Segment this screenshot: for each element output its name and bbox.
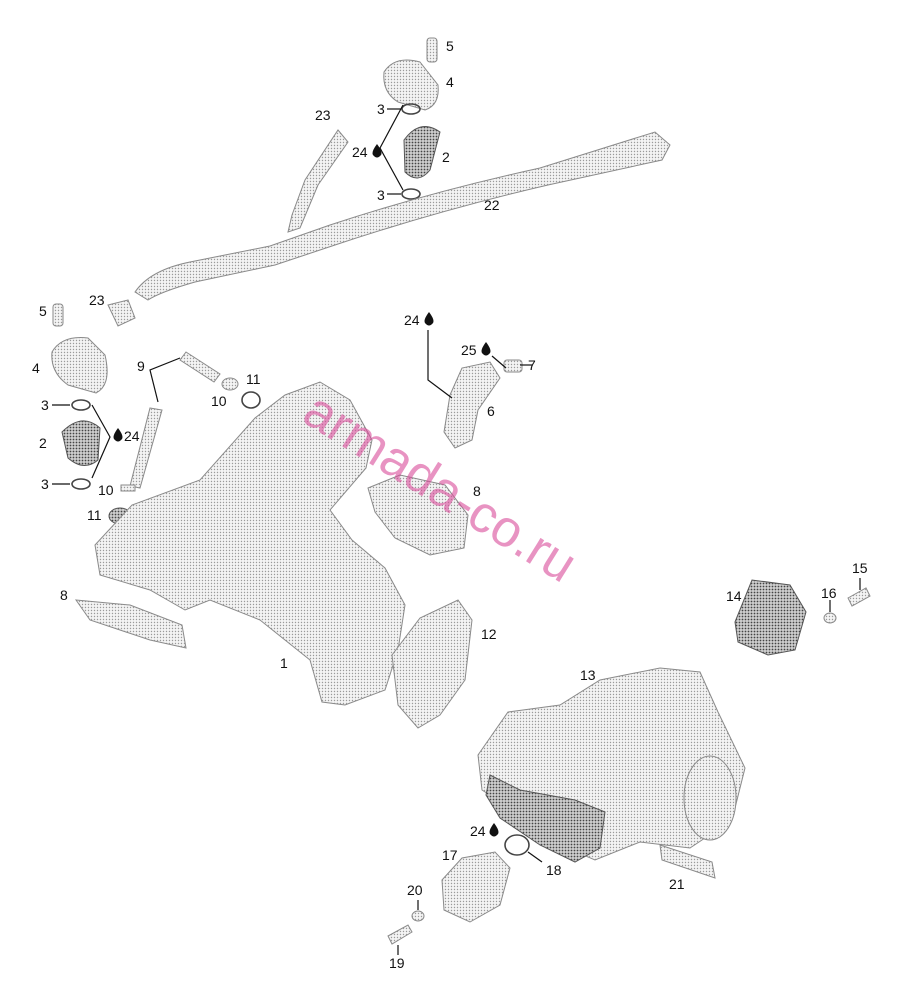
- leader-18: [527, 851, 543, 863]
- part-10-washer-b: [120, 484, 136, 492]
- callout-2-top: 2: [442, 149, 450, 165]
- callout-19: 19: [389, 955, 405, 971]
- part-4-housing-left: [51, 337, 108, 394]
- part-8-gasket-right: [367, 474, 469, 556]
- callout-10-upper: 10: [211, 393, 227, 409]
- callout-20: 20: [407, 882, 423, 898]
- callout-17: 17: [442, 847, 458, 863]
- part-18-gasket: [485, 774, 606, 863]
- part-3-oring-left-a: [71, 399, 91, 411]
- callout-5-left: 5: [39, 303, 47, 319]
- part-3-oring-left-b: [71, 478, 91, 490]
- callout-5-top: 5: [446, 38, 454, 54]
- part-5-bolt-top: [426, 37, 438, 63]
- part-15-bolt: [847, 587, 871, 607]
- callout-2-left: 2: [39, 435, 47, 451]
- callout-22: 22: [484, 197, 500, 213]
- callout-10-lower: 10: [98, 482, 114, 498]
- callout-8-right: 8: [473, 483, 481, 499]
- part-17-valve: [441, 851, 511, 923]
- callout-25: 25: [461, 342, 477, 358]
- callout-24-left: 24: [124, 428, 140, 444]
- part-14-bracket: [734, 579, 807, 656]
- callout-6: 6: [487, 403, 495, 419]
- leader-24-top: [379, 104, 404, 191]
- callout-11-lower: 11: [87, 507, 102, 523]
- leader-25: [491, 355, 507, 369]
- callout-1: 1: [280, 655, 288, 671]
- oil-drop-icon: [372, 144, 382, 158]
- callout-3-left-b: 3: [41, 476, 49, 492]
- part-19-bolt: [387, 924, 413, 945]
- callout-21: 21: [669, 876, 685, 892]
- leader-24-left: [91, 404, 111, 479]
- callout-3-top-a: 3: [377, 101, 385, 117]
- part-18-oring: [504, 834, 530, 856]
- leader-9: [149, 357, 181, 403]
- oil-drop-icon: [113, 428, 123, 442]
- part-2-sensor-left: [61, 420, 101, 466]
- callout-11-upper: 11: [246, 371, 261, 387]
- callout-16: 16: [821, 585, 837, 601]
- callout-18: 18: [546, 862, 562, 878]
- part-6-bracket: [443, 361, 501, 449]
- oil-drop-icons: [113, 144, 499, 837]
- callout-3-left-a: 3: [41, 397, 49, 413]
- part-21-screw: [659, 844, 716, 879]
- callouts: 5 4 3 23 24 2 3 22 5 23 24 25 7 4 9 11 1…: [32, 38, 868, 971]
- callout-4-top: 4: [446, 74, 454, 90]
- part-8-gasket-left: [74, 599, 187, 649]
- leader-24-bracket: [427, 330, 453, 399]
- part-16-washer: [823, 612, 837, 624]
- part-11-nut-a: [241, 391, 261, 409]
- part-23-hose-top: [287, 129, 349, 233]
- part-4-housing-top: [383, 59, 439, 111]
- part-5-bolt-left: [52, 303, 64, 327]
- callout-24-valve: 24: [470, 823, 486, 839]
- callout-8-left: 8: [60, 587, 68, 603]
- part-3-oring-top-a: [401, 103, 421, 115]
- part-9-bolt-a: [179, 351, 221, 383]
- callout-23-left: 23: [89, 292, 105, 308]
- part-2-sensor-top: [403, 126, 441, 179]
- callout-9: 9: [137, 358, 145, 374]
- callout-4-left: 4: [32, 360, 40, 376]
- callout-24-bracket: 24: [404, 312, 420, 328]
- callout-15: 15: [852, 560, 868, 576]
- callout-12: 12: [481, 626, 497, 642]
- part-3-oring-top-b: [401, 188, 421, 200]
- part-10-washer-a: [221, 377, 239, 391]
- part-7-screw: [503, 359, 523, 373]
- callout-3-top-b: 3: [377, 187, 385, 203]
- part-12-gasket: [391, 599, 473, 729]
- oil-drop-icon: [481, 342, 491, 356]
- part-9-bolt-b: [129, 407, 163, 489]
- oil-drop-icon: [424, 312, 434, 326]
- part-20-washer: [411, 910, 425, 922]
- part-23-hose-left: [107, 299, 136, 327]
- callout-23-top: 23: [315, 107, 331, 123]
- callout-13: 13: [580, 667, 596, 683]
- part-13-throttle-body: [477, 667, 746, 861]
- callout-24-top: 24: [352, 144, 368, 160]
- callout-14: 14: [726, 588, 742, 604]
- part-22-pipe: [134, 131, 671, 301]
- part-1-manifold: [94, 381, 406, 706]
- oil-drop-icon: [489, 823, 499, 837]
